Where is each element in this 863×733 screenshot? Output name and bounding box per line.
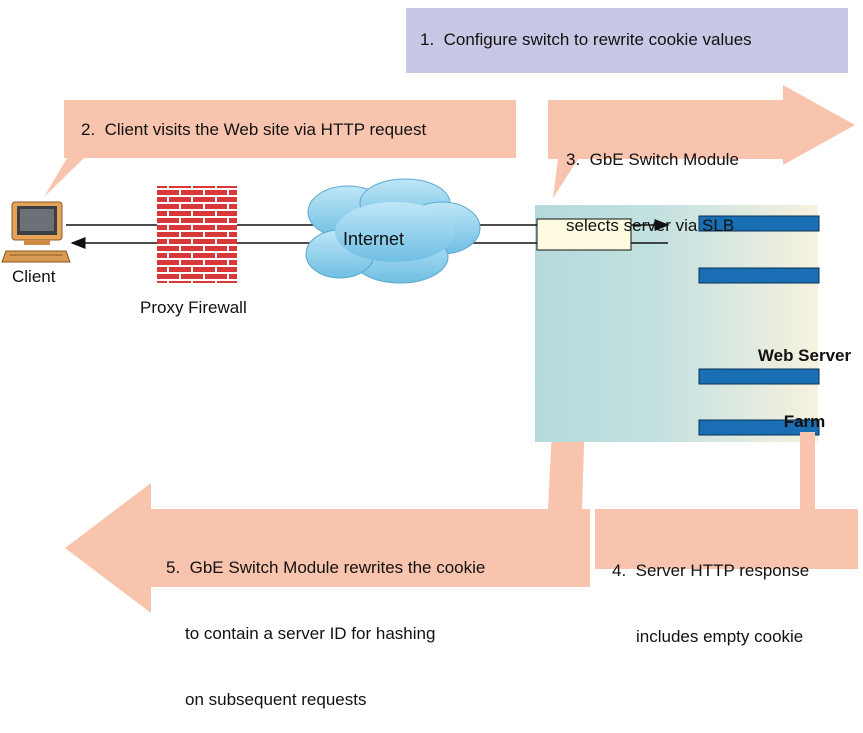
- server-bar: [698, 215, 820, 232]
- server-farm-line-1: Web Server: [757, 346, 852, 365]
- step2-callout-pointer: [44, 158, 84, 197]
- step4-line-2: includes empty cookie: [636, 627, 804, 646]
- server-bar: [698, 267, 820, 284]
- step4-line-1: 4. Server HTTP response: [612, 561, 810, 580]
- step2-label: 2. Client visits the Web site via HTTP r…: [81, 120, 427, 139]
- step5-label: 5. GbE Switch Module rewrites the cookie…: [166, 513, 485, 733]
- step3-line-1: 3. GbE Switch Module: [566, 150, 739, 169]
- step5-line-1: 5. GbE Switch Module rewrites the cookie: [166, 558, 486, 577]
- step3-arrow: [548, 85, 855, 165]
- step2-box: [64, 100, 516, 158]
- step5-arrow: [65, 483, 590, 613]
- step3-label: 3. GbE Switch Module selects server via …: [566, 105, 739, 259]
- step5-line-3: on subsequent requests: [185, 690, 367, 709]
- diagram-canvas: [1, 8, 858, 613]
- switch-box: [536, 218, 632, 251]
- step1-label: 1. Configure switch to rewrite cookie va…: [420, 30, 752, 49]
- step3-callout-pointer: [553, 159, 578, 198]
- step1-box: [406, 8, 848, 73]
- server-farm-line-2: Farm: [783, 412, 826, 431]
- server-farm-label: Web Server Farm: [752, 301, 857, 455]
- step3-line-2: selects server via SLB: [566, 216, 735, 235]
- client-label: Client: [12, 267, 56, 286]
- step5-line-2: to contain a server ID for hashing: [185, 624, 436, 643]
- server-bar: [698, 419, 820, 436]
- internet-label: Internet: [343, 229, 405, 249]
- step4-box: [595, 509, 858, 569]
- server-bar: [698, 368, 820, 385]
- cloud-icon: [305, 178, 481, 284]
- firewall-icon: [157, 186, 237, 283]
- firewall-label: Proxy Firewall: [140, 298, 247, 317]
- step4-callout-pointer: [800, 432, 815, 509]
- step4-label: 4. Server HTTP response includes empty c…: [612, 516, 809, 670]
- computer-icon: [1, 201, 71, 263]
